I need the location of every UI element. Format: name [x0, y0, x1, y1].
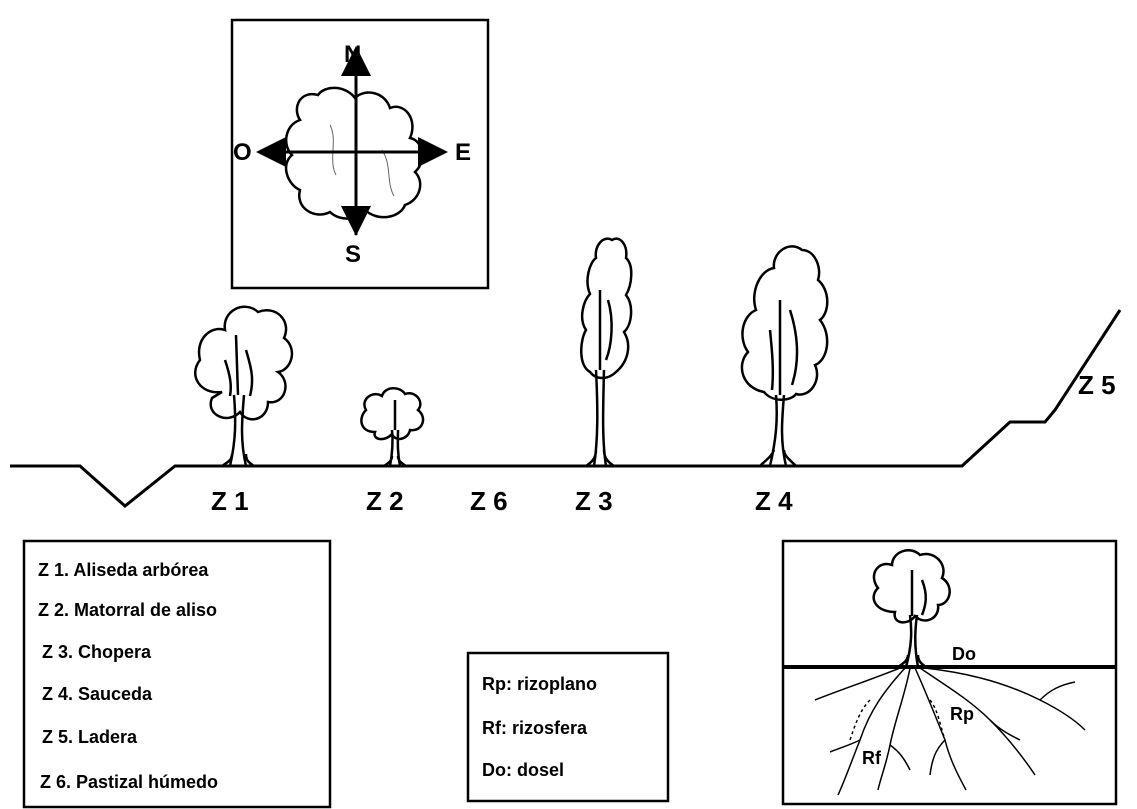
soil-legend: Rp: rizoplano Rf: rizosfera Do: dosel — [466, 651, 670, 803]
zone-label-z2: Z 2 — [366, 486, 404, 516]
legend-item: Z 5. Ladera — [42, 727, 138, 747]
compass-panel: N S E O — [230, 18, 490, 290]
compass-south-label: S — [345, 241, 361, 268]
legend-item: Z 2. Matorral de aliso — [38, 600, 217, 620]
zone-label-z5: Z 5 — [1078, 370, 1116, 400]
soil-legend-item: Rf: rizosfera — [482, 718, 588, 738]
legend-item: Z 1. Aliseda arbórea — [38, 560, 209, 580]
zone-label-z4: Z 4 — [755, 486, 793, 516]
compass-frame — [230, 18, 490, 290]
tree-z1 — [194, 305, 294, 468]
zone-legend-frame — [22, 539, 332, 809]
soil-legend-item: Do: dosel — [482, 760, 564, 780]
compass-east-label: E — [455, 139, 471, 166]
inset-tree — [872, 549, 951, 669]
inset-label-rf: Rf — [862, 748, 882, 768]
legend-item: Z 4. Sauceda — [42, 684, 153, 704]
compass-north-label: N — [344, 41, 361, 68]
tree-z4 — [740, 245, 829, 467]
zone-labels: Z 1 Z 2 Z 6 Z 3 Z 4 Z 5 — [211, 370, 1116, 516]
inset-label-do: Do — [952, 644, 976, 664]
inset-label-rp: Rp — [950, 704, 974, 724]
terrain-profile — [10, 309, 1122, 508]
soil-legend-item: Rp: rizoplano — [482, 674, 597, 694]
zone-label-z3: Z 3 — [575, 486, 613, 516]
inset-roots — [814, 667, 1086, 796]
compass-west-label: O — [233, 139, 252, 166]
tree-z2 — [360, 387, 425, 468]
legend-item: Z 6. Pastizal húmedo — [40, 772, 218, 792]
zone-legend: Z 1. Aliseda arbórea Z 2. Matorral de al… — [22, 539, 332, 809]
legend-item: Z 3. Chopera — [42, 642, 152, 662]
root-inset-frame — [781, 539, 1118, 806]
zone-label-z6: Z 6 — [470, 486, 508, 516]
tree-z3 — [580, 237, 633, 468]
zone-label-z1: Z 1 — [211, 486, 249, 516]
root-inset: Do Rp Rf — [781, 539, 1118, 806]
soil-legend-frame — [466, 651, 670, 803]
